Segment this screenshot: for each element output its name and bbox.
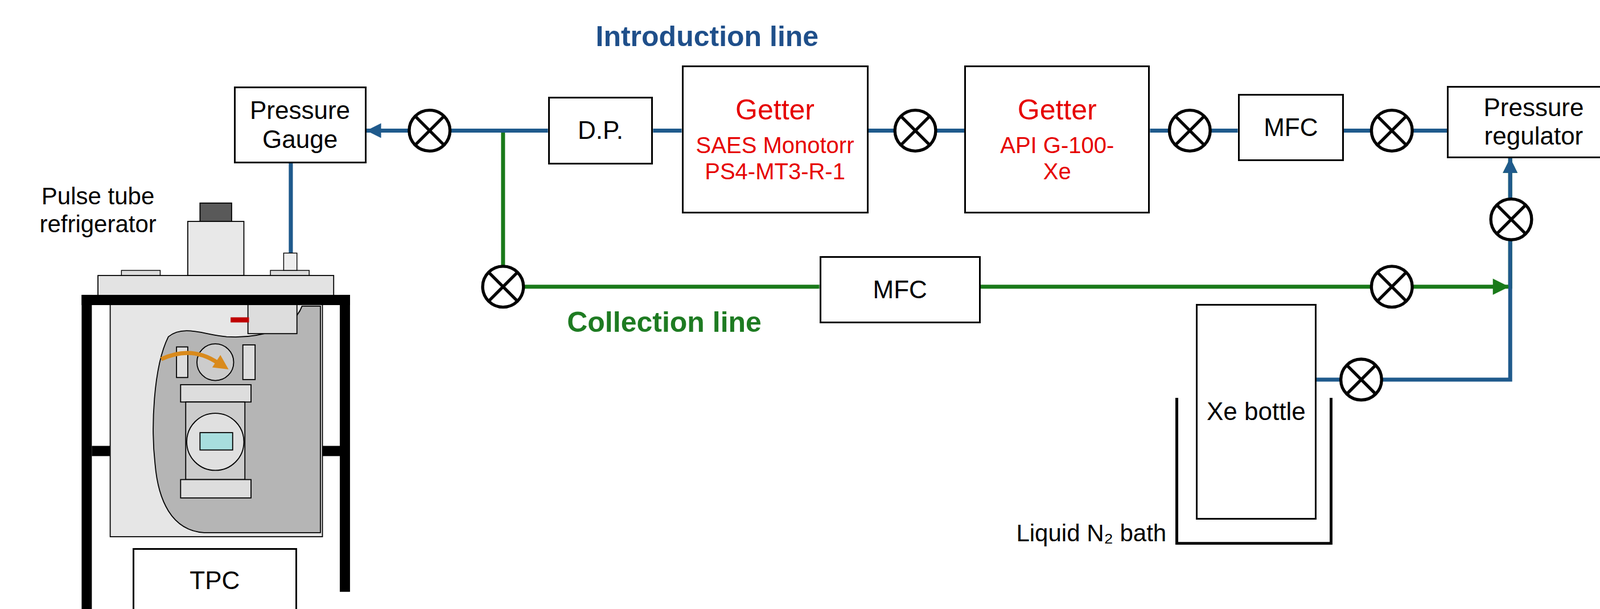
box-title: Pressure regulator [1454,93,1600,151]
tpc-vessel [185,401,245,480]
chamber-flange [180,479,252,499]
valve-circle [482,266,524,308]
valve-symbol [1371,110,1413,152]
heater-strip [230,317,249,323]
valve-cross [1175,116,1204,145]
support-frame [81,294,92,609]
process-box: Pressure Gauge [233,86,367,163]
valve-circle [1371,266,1413,308]
process-box: D.P. [548,96,654,164]
valve-cross [1377,272,1406,302]
condenser-part [243,344,256,380]
box-title: Xe bottle [1203,397,1310,427]
cold-head-motor [199,203,232,223]
gas-flow-arrowhead [212,355,229,370]
valve-cross [1496,204,1526,234]
vacuum-chamber [110,295,323,537]
valve-symbol [1490,199,1532,241]
valve-cross [415,116,444,145]
cold-stage [248,302,298,334]
process-box: MFC [819,256,981,324]
valve-circle [1169,110,1211,152]
viewport [186,413,244,471]
gas-pipe [652,128,682,133]
junction-arrowhead [1492,278,1510,295]
part-name: Pulse tube refrigerator [23,182,173,238]
gas-port [283,253,297,271]
box-title: TPC [140,566,290,596]
valve-symbol [1341,359,1382,401]
bath-label: Liquid N₂ bath [1016,519,1167,547]
process-box: Xe bottle [1195,303,1317,520]
process-box: Pressure regulator [1446,85,1600,159]
valve-symbol [1371,266,1413,308]
box-title: Pressure Gauge [241,96,360,154]
valve-cross [1377,116,1406,145]
box-title: MFC [827,275,974,305]
valve-symbol [894,110,936,152]
support-frame [81,294,350,306]
box-title: Getter [970,93,1144,127]
chamber-flange [180,384,252,402]
support-frame [322,445,340,456]
gauge-pipe [288,161,293,255]
support-frame [339,294,351,592]
valve-cross [1346,365,1376,394]
process-box: GetterAPI G-100-Xe [964,65,1150,214]
line-name: Introduction line [595,20,820,54]
valve-symbol [1169,110,1211,152]
detector-crystal [199,432,233,450]
process-box: MFC [1237,93,1344,162]
valve-circle [1371,110,1413,152]
gas-pipe [366,128,549,133]
box-subtitle: API G-100-Xe [994,132,1120,185]
valve-symbol [482,266,524,308]
valve-cross [415,116,444,145]
valve-circle [894,110,936,152]
gas-pipe [1316,158,1511,380]
valve-cross [488,272,518,302]
valve-circle [1490,199,1532,241]
top-flange [97,275,334,296]
valve-symbol [409,110,451,152]
process-box: TPC [132,548,298,609]
cooling-bath: Liquid N₂ bathXe bottle [1175,397,1333,545]
box-subtitle: SAES Monotorr PS4-MT3-R-1 [688,132,863,185]
gas-flow-arrow [161,352,219,364]
valve-cross [488,272,518,302]
valve-circle [409,110,451,152]
box-title: D.P. [555,116,647,146]
pulse-tube-body [187,221,245,276]
process-box: GetterSAES Monotorr PS4-MT3-R-1 [681,65,869,214]
valve-cross [901,116,930,145]
line-name: Collection line [566,306,762,340]
box-title: Getter [688,93,863,127]
support-frame [91,445,110,456]
valve-circle [1341,359,1382,401]
valve-cross [1377,116,1406,145]
valve-cross [1377,272,1406,302]
valve-cross [1175,116,1204,145]
valve-cross [1346,365,1376,394]
valve-cross [1496,204,1526,234]
box-title: MFC [1245,113,1337,143]
cutaway-view [153,306,321,533]
valve-cross [901,116,930,145]
